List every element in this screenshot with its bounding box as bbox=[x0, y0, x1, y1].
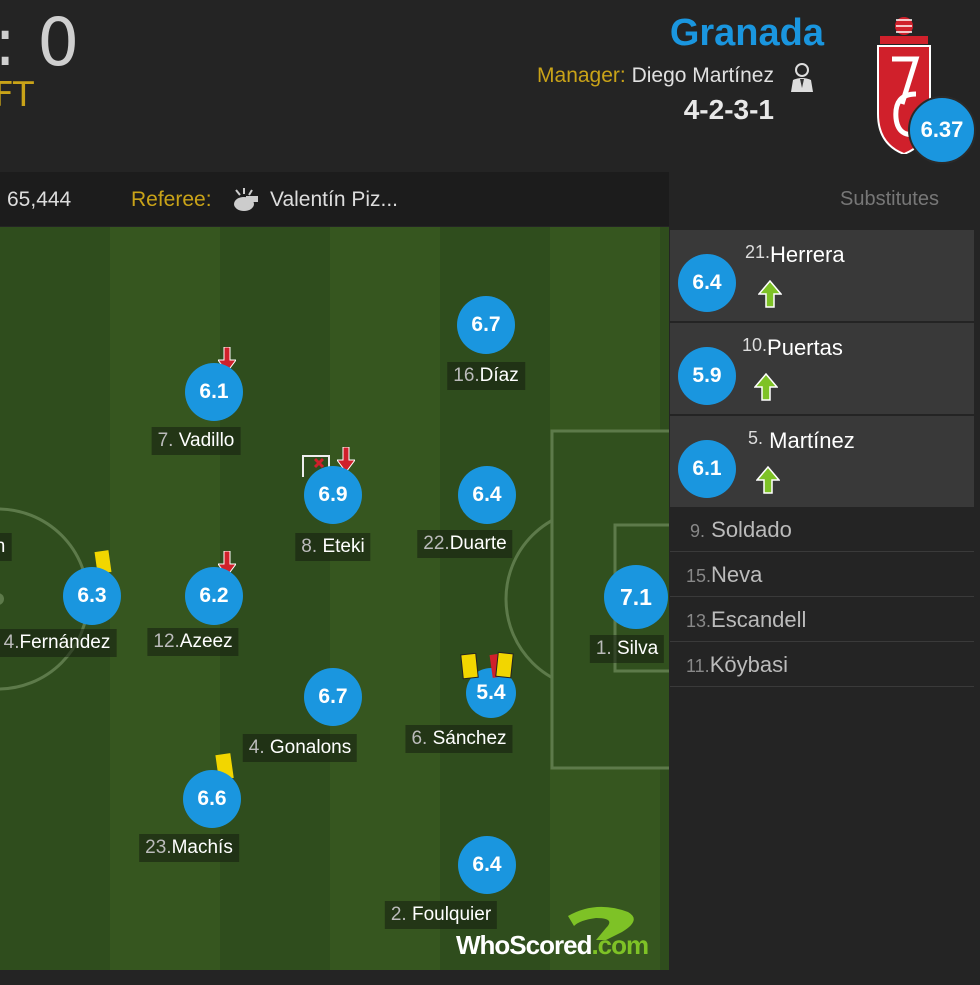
player-label: 7. Vadillo bbox=[151, 427, 241, 455]
player-rating: 6.3 bbox=[63, 567, 121, 625]
substitute-number: 21. bbox=[745, 242, 771, 262]
substitute-number: 15. bbox=[686, 566, 712, 586]
player-label: 2. Foulquier bbox=[384, 901, 498, 929]
substitutes-header: Substitutes bbox=[840, 188, 939, 210]
player-label: 12.Azeez bbox=[147, 628, 239, 656]
player-label: n bbox=[0, 533, 12, 561]
substitute-number: 5. bbox=[748, 428, 764, 448]
whoscored-logo-icon bbox=[568, 906, 634, 940]
player-name: Sánchez bbox=[432, 728, 507, 749]
referee-name: Valentín Piz... bbox=[270, 188, 399, 211]
player-label: 22.Duarte bbox=[417, 530, 513, 558]
player-number: 7. bbox=[157, 430, 174, 451]
watermark-text: WhoScored.com bbox=[456, 930, 649, 961]
player-rating: 6.6 bbox=[183, 770, 241, 828]
manager-line: Manager: Diego Martínez bbox=[537, 64, 774, 88]
player-name: Gonalons bbox=[269, 737, 352, 758]
player-rating: 6.1 bbox=[185, 363, 243, 421]
pitch: 6.7 16.Díaz 6.1 7. Vadillo 6.9 8. Eteki … bbox=[0, 227, 669, 970]
substitute-name: Neva bbox=[711, 562, 763, 587]
substitute-name: Köybasi bbox=[709, 652, 788, 677]
substitute-rating: 6.1 bbox=[678, 440, 736, 498]
referee-label: Referee: bbox=[131, 188, 212, 211]
substitute-number: 11. bbox=[686, 656, 710, 676]
player-number: 1. bbox=[595, 638, 612, 659]
substitute-row[interactable]: 6.1 5. Martínez bbox=[670, 416, 974, 509]
player-number: 16. bbox=[453, 365, 480, 386]
manager-label: Manager: bbox=[537, 64, 626, 87]
whistle-icon bbox=[234, 188, 258, 211]
substitute-rating: 6.4 bbox=[678, 254, 736, 312]
player-rating: 6.4 bbox=[458, 466, 516, 524]
player-rating: 6.2 bbox=[185, 567, 243, 625]
player-label: 4. Gonalons bbox=[242, 734, 358, 762]
manager-icon bbox=[791, 63, 813, 92]
match-status: FT bbox=[0, 75, 34, 115]
player-name: Fernández bbox=[19, 632, 111, 653]
player-label: 8. Eteki bbox=[295, 533, 371, 561]
substitute-name: Soldado bbox=[711, 517, 792, 542]
player-label: 1. Silva bbox=[589, 635, 665, 663]
player-number: 4. bbox=[3, 632, 20, 653]
player-name: Foulquier bbox=[411, 904, 492, 925]
player-number: 8. bbox=[301, 536, 318, 557]
player-name: Díaz bbox=[479, 365, 519, 386]
unused-substitute-row[interactable]: 9. Soldado bbox=[670, 507, 974, 552]
team-name[interactable]: Granada bbox=[669, 12, 824, 54]
player-rating: 6.4 bbox=[458, 836, 516, 894]
substitute-number: 13. bbox=[686, 611, 712, 631]
watermark-brand: WhoScored bbox=[456, 930, 592, 960]
player-number: 22. bbox=[423, 533, 450, 554]
subbed-on-arrow-icon bbox=[754, 373, 778, 401]
watermark-tld: .com bbox=[591, 930, 649, 960]
player-rating: 7.1 bbox=[604, 565, 668, 629]
substitute-label: 10.Puertas bbox=[742, 335, 843, 361]
unused-substitute-row[interactable]: 15.Neva bbox=[670, 552, 974, 597]
substitute-name: Herrera bbox=[770, 242, 845, 267]
player-rating: 6.7 bbox=[457, 296, 515, 354]
substitute-number: 10. bbox=[742, 335, 768, 355]
player-number: 4. bbox=[248, 737, 265, 758]
substitute-number: 9. bbox=[690, 521, 706, 541]
substitute-name: Martínez bbox=[769, 428, 855, 453]
player-name: Eteki bbox=[322, 536, 365, 557]
formation: 4-2-3-1 bbox=[683, 94, 774, 125]
unused-substitute-row[interactable]: 13.Escandell bbox=[670, 597, 974, 642]
subbed-on-arrow-icon bbox=[758, 280, 782, 308]
player-number: 2. bbox=[390, 904, 407, 925]
player-rating: 6.7 bbox=[304, 668, 362, 726]
substitute-row[interactable]: 5.9 10.Puertas bbox=[670, 323, 974, 416]
player-name: Vadillo bbox=[178, 430, 235, 451]
player-label: 23.Machís bbox=[139, 834, 239, 862]
substitute-label: 5. Martínez bbox=[748, 428, 855, 454]
player-label: 16.Díaz bbox=[447, 362, 525, 390]
substitute-row[interactable]: 6.4 21.Herrera bbox=[670, 230, 974, 323]
player-number: 23. bbox=[145, 837, 172, 858]
player-name: Azeez bbox=[179, 631, 233, 652]
player-number: 6. bbox=[411, 728, 428, 749]
player-name: n bbox=[0, 536, 5, 557]
substitute-label: 21.Herrera bbox=[745, 242, 845, 268]
yellow-card-icon bbox=[460, 653, 479, 680]
substitute-rating: 5.9 bbox=[678, 347, 736, 405]
attendance: 65,444 bbox=[7, 188, 72, 211]
match-info-bar: 65,444 Referee: Valentín Piz... bbox=[0, 172, 669, 226]
substitute-name: Escandell bbox=[711, 607, 807, 632]
player-name: Machís bbox=[171, 837, 233, 858]
player-name: Silva bbox=[616, 638, 659, 659]
manager-name: Diego Martínez bbox=[631, 64, 774, 87]
player-rating: 6.9 bbox=[304, 466, 362, 524]
player-number: 12. bbox=[153, 631, 180, 652]
player-name: Duarte bbox=[449, 533, 507, 554]
player-label: 6. Sánchez bbox=[405, 725, 513, 753]
team-rating-badge: 6.37 bbox=[908, 96, 976, 164]
match-score: : 0 bbox=[0, 4, 80, 81]
second-yellow-red-card-icon bbox=[489, 651, 514, 679]
player-label: 4.Fernández bbox=[0, 629, 117, 657]
subbed-on-arrow-icon bbox=[756, 466, 780, 494]
unused-substitute-row[interactable]: 11.Köybasi bbox=[670, 642, 974, 687]
substitute-name: Puertas bbox=[767, 335, 843, 360]
subbed-off-arrow-icon bbox=[337, 447, 355, 473]
